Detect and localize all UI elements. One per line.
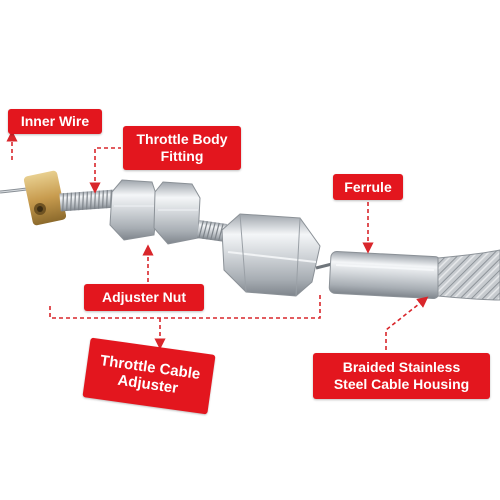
label-throttle-body-fitting-line2: Fitting	[160, 148, 204, 164]
label-ferrule-text: Ferrule	[344, 178, 392, 195]
leader-tc-adjuster	[49, 292, 321, 319]
braided-housing	[437, 249, 500, 301]
label-braided-housing: Braided Stainless Steel Cable Housing	[313, 353, 490, 399]
brass-end-fitting	[23, 170, 67, 226]
throttle-cable-adjuster	[221, 213, 321, 297]
label-throttle-body-fitting-line1: Throttle Body	[136, 131, 228, 147]
label-inner-wire: Inner Wire	[8, 109, 102, 134]
label-inner-wire-text: Inner Wire	[20, 113, 90, 129]
ferrule	[328, 250, 442, 300]
label-ferrule: Ferrule	[333, 174, 403, 200]
label-braided-housing-line1: Braided Stainless	[342, 359, 461, 375]
label-adjuster-nut-text: Adjuster Nut	[102, 289, 186, 305]
label-braided-housing-line2: Steel Cable Housing	[333, 376, 470, 392]
label-adjuster-nut: Adjuster Nut	[84, 284, 204, 311]
leader-lines	[6, 130, 429, 350]
label-throttle-body-fitting: Throttle Body Fitting	[123, 126, 241, 170]
leader-braided	[385, 296, 429, 350]
adjuster-nut	[109, 179, 201, 245]
leader-tb-fitting	[89, 147, 121, 194]
